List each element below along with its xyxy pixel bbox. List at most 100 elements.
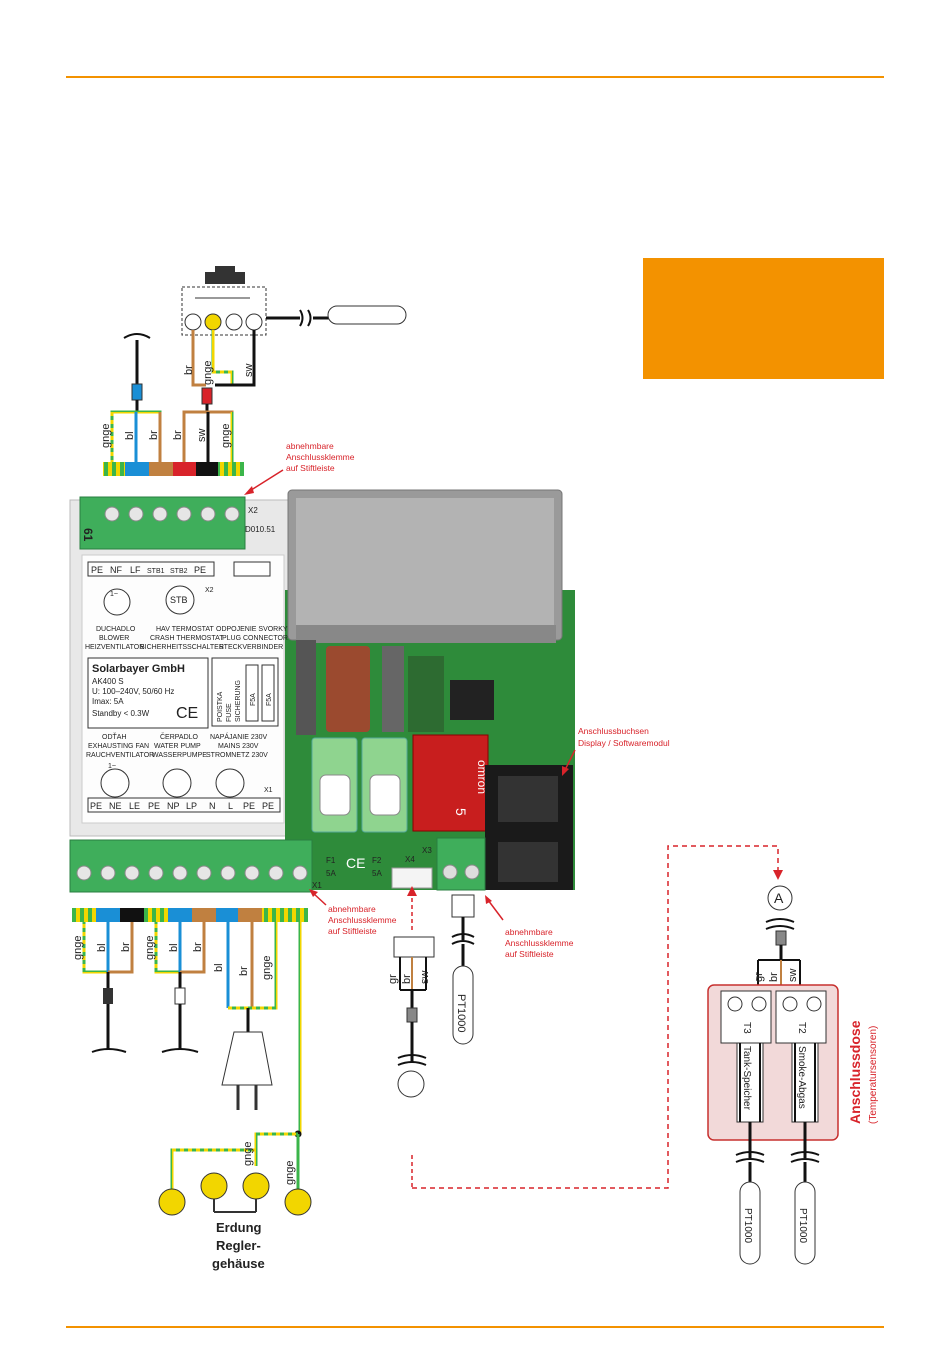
label-f1: F1: [326, 856, 336, 865]
wire-label-earth-1: gnge: [242, 1142, 254, 1166]
x3-sensor-cable: [451, 894, 475, 1045]
wire-label-g3-gnge: gnge: [261, 956, 273, 980]
one-phase-blower: 1~: [110, 591, 118, 598]
wire-label-g3-bl: bl: [213, 963, 225, 972]
label-x2-small: X2: [205, 587, 214, 594]
wire-label-g1-bl: bl: [96, 943, 108, 952]
terminal-t3: T3: [741, 1022, 752, 1034]
junction-box: [707, 885, 839, 1265]
bottom-pin-labels: PE NE LE PE NP LP N L PE PE: [87, 797, 281, 813]
x4-cable: [393, 886, 435, 1188]
label-x1-small: X1: [264, 787, 273, 794]
mains-plug-symbol: [215, 768, 245, 798]
label-blower-2: BLOWER: [99, 635, 129, 642]
annotation-x2-line2: Anschlussklemme: [286, 452, 355, 462]
pin-stb2: STB2: [170, 568, 188, 575]
label-blower-1: DUCHADLO: [96, 626, 136, 633]
wire-label-x4-gr: gr: [387, 974, 399, 984]
marker-a: A: [774, 890, 784, 906]
one-phase-fan: 1~: [108, 763, 116, 770]
label-ce-board: CE: [346, 855, 365, 871]
fuse-rating-a: F5A: [250, 693, 257, 706]
model-name: AK400 S: [92, 677, 124, 686]
stb-symbol: [165, 585, 195, 615]
wire-label-g3-br: br: [238, 966, 250, 976]
pin-l: L: [228, 801, 233, 811]
fuse-label-3: SICHERUNG: [235, 680, 242, 722]
spec-voltage: U: 100–240V, 50/60 Hz: [92, 687, 174, 696]
spec-current: Imax: 5A: [92, 697, 124, 706]
label-x4: X4: [405, 855, 415, 864]
label-pump-2: WATER PUMP: [154, 743, 201, 750]
label-code: D010.51: [245, 525, 276, 534]
pin-pe-a: PE: [90, 801, 102, 811]
junction-box-title: Anschlussdose: [847, 1020, 863, 1124]
top-pin-labels: PE NF LF STB1 STB2 PE: [87, 561, 215, 577]
wire-label-x4-br: br: [401, 974, 413, 984]
pin-pe-2: PE: [194, 565, 206, 575]
annotation-x1-line2: Anschlussklemme: [328, 915, 397, 925]
pin-nf: NF: [110, 565, 122, 575]
wire-label-g2-bl: bl: [168, 943, 180, 952]
pin-stb1: STB1: [147, 568, 165, 575]
label-f2-value: 5A: [372, 869, 382, 878]
blower-symbol: [103, 588, 131, 616]
wire-label-x2-bl: bl: [124, 431, 136, 440]
grounding-line1: Erdung: [216, 1220, 262, 1235]
annotation-x1-line1: abnehmbare: [328, 904, 376, 914]
label-plug-2: PLUG CONNECTOR: [222, 635, 288, 642]
x1-wiring: [72, 908, 312, 1216]
label-plug-3: STECKVERBINDER: [219, 644, 283, 651]
wire-label-x2-gnge-left: gnge: [100, 424, 112, 448]
stb-thermostat: [181, 266, 407, 412]
label-f1-value: 5A: [326, 869, 336, 878]
fan-symbol: [100, 768, 130, 798]
label-fan-2: EXHAUSTING FAN: [88, 743, 149, 750]
pin-np: NP: [167, 801, 180, 811]
annotation-sockets-line1: Anschlussbuchsen: [578, 726, 649, 736]
label-fan-3: RAUCHVENTILATOR: [86, 752, 154, 759]
fuse-symbol-a: [245, 664, 259, 722]
label-stb-1: HAV TERMOSTAT: [156, 626, 215, 633]
pin-pe-d: PE: [262, 801, 274, 811]
label-pump-1: ČERPADLO: [160, 732, 199, 741]
pin-le: LE: [129, 801, 140, 811]
wire-label-x2-br-left: br: [148, 430, 160, 440]
pt1000-smoke: PT1000: [797, 1208, 808, 1243]
wire-label-g1-br: br: [120, 942, 132, 952]
annotation-sockets-line2: Display / Softwaremodul: [578, 738, 670, 748]
accent-block: [643, 258, 884, 379]
fuse-symbol-b: [261, 664, 275, 722]
wire-label-stb-gnge: gnge: [202, 361, 214, 385]
label-mains-3: STROMNETZ 230V: [206, 752, 268, 759]
wire-label-earth-2: gnge: [284, 1161, 296, 1185]
annotation-x2-line3: auf Stiftleiste: [286, 463, 335, 473]
wire-label-x4-sw: sw: [419, 971, 431, 985]
pin-pe-b: PE: [148, 801, 160, 811]
label-x3: X3: [422, 846, 432, 855]
annotation-x2-line1: abnehmbare: [286, 441, 334, 451]
junction-box-subtitle: (Temperatursensoren): [868, 1026, 879, 1124]
relay-number: 5: [453, 808, 469, 816]
pin-lf: LF: [130, 565, 141, 575]
pt1000-x3: PT1000: [455, 994, 467, 1033]
wire-label-box-sw: sw: [787, 969, 799, 983]
label-tag: 61: [81, 528, 95, 542]
annotation-x3-line3: auf Stiftleiste: [505, 949, 554, 959]
pin-pe-1: PE: [91, 565, 103, 575]
wire-label-g2-gnge: gnge: [144, 936, 156, 960]
wire-label-stb-br: br: [183, 365, 195, 375]
label-mains-1: NAPÁJANIE 230V: [210, 732, 268, 741]
wire-label-x2-gnge-right: gnge: [220, 424, 232, 448]
wire-label-x2-sw: sw: [196, 429, 208, 443]
pin-ne: NE: [109, 801, 122, 811]
plug-connector-symbol: [233, 561, 271, 577]
label-stb-3: SICHERHEITSSCHALTER: [140, 644, 224, 651]
fuse-rating-b: F5A: [266, 693, 273, 706]
pt1000-tank: PT1000: [742, 1208, 753, 1243]
label-smoke-abgas: Smoke-Abgas: [796, 1046, 807, 1109]
label-fan-1: ODŤAH: [102, 732, 127, 741]
annotation-x3-line2: Anschlussklemme: [505, 938, 574, 948]
label-ce-panel: CE: [176, 705, 198, 722]
